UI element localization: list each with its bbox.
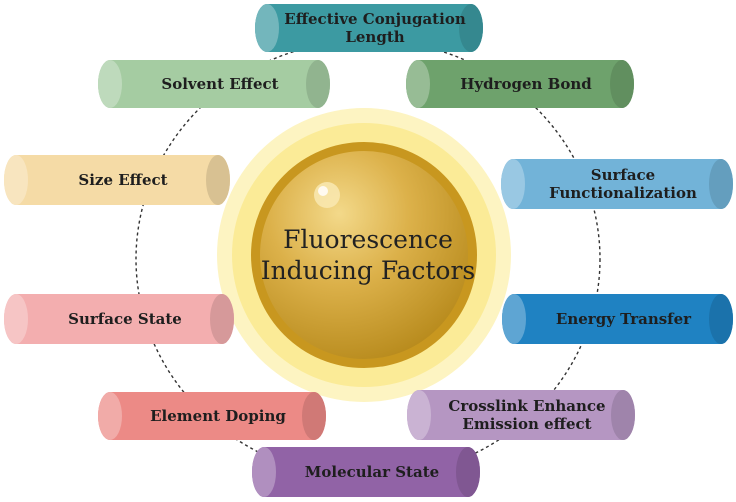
cylinder-front-cap	[501, 159, 525, 209]
cylinder-end-cap	[709, 294, 733, 344]
factor-label-element-doping: Element Doping	[122, 392, 314, 440]
cylinder-body	[407, 390, 635, 440]
cylinder-body	[406, 60, 634, 108]
cylinder-effective-conjugation-length	[255, 4, 483, 52]
cylinder-end-cap	[459, 4, 483, 52]
cylinder-end-cap	[306, 60, 330, 108]
cylinder-hydrogen-bond	[406, 60, 634, 108]
cylinder-body	[98, 60, 330, 108]
cylinder-surface-state	[4, 294, 234, 344]
cylinder-front-cap	[4, 294, 28, 344]
factor-label-line: Emission effect	[462, 415, 592, 433]
cylinder-energy-transfer	[502, 294, 733, 344]
factor-label-line: Element Doping	[150, 407, 286, 425]
factor-label-solvent-effect: Solvent Effect	[122, 60, 318, 108]
cylinder-end-cap	[206, 155, 230, 205]
cylinder-molecular-state	[252, 447, 480, 497]
factor-label-line: Hydrogen Bond	[460, 75, 592, 93]
cylinder-front-cap	[98, 60, 122, 108]
center-title: Fluorescence Inducing Factors	[236, 215, 500, 295]
cylinder-end-cap	[610, 60, 634, 108]
cylinder-body	[255, 4, 483, 52]
cylinder-body	[252, 447, 480, 497]
cylinder-surface-functionalization	[501, 159, 733, 209]
cylinder-body	[4, 155, 230, 205]
sphere-highlight-dot	[318, 186, 328, 196]
cylinder-front-cap	[4, 155, 28, 205]
cylinder-front-cap	[255, 4, 279, 52]
center-sphere-group	[217, 108, 511, 402]
cylinder-solvent-effect	[98, 60, 330, 108]
factor-label-line: Solvent Effect	[161, 75, 279, 93]
center-sphere	[260, 151, 468, 359]
factor-label-line: Length	[345, 28, 405, 46]
factor-label-line: Surface State	[68, 310, 182, 328]
factor-label-line: Molecular State	[304, 463, 440, 481]
cylinder-end-cap	[456, 447, 480, 497]
sphere-highlight	[314, 182, 340, 208]
factor-label-size-effect: Size Effect	[28, 155, 218, 205]
factor-label-molecular-state: Molecular State	[276, 447, 468, 497]
cylinder-body	[98, 392, 326, 440]
cylinder-front-cap	[98, 392, 122, 440]
center-title-line2: Inducing Factors	[260, 256, 476, 285]
cylinder-front-cap	[252, 447, 276, 497]
factor-label-line: Surface	[590, 166, 656, 184]
factor-label-line: Crosslink Enhance	[448, 397, 606, 415]
cylinder-crosslink-enhance-emission-effect	[407, 390, 635, 440]
factor-label-surface-state: Surface State	[28, 294, 222, 344]
cylinder-front-cap	[406, 60, 430, 108]
cylinder-element-doping	[98, 392, 326, 440]
cylinder-body	[4, 294, 234, 344]
cylinder-end-cap	[302, 392, 326, 440]
factor-label-line: Size Effect	[78, 171, 168, 189]
center-title-line1: Fluorescence	[283, 225, 453, 254]
factor-label-line: Energy Transfer	[555, 310, 692, 328]
cylinder-size-effect	[4, 155, 230, 205]
cylinder-end-cap	[611, 390, 635, 440]
factor-label-line: Effective Conjugation	[284, 10, 466, 28]
cylinder-body	[501, 159, 733, 209]
cylinder-end-cap	[210, 294, 234, 344]
cylinder-body	[502, 294, 733, 344]
factor-label-hydrogen-bond: Hydrogen Bond	[430, 60, 622, 108]
cylinder-front-cap	[502, 294, 526, 344]
factor-label-line: Functionalization	[549, 184, 697, 202]
factor-cylinders	[4, 4, 733, 497]
cylinder-end-cap	[709, 159, 733, 209]
factor-label-energy-transfer: Energy Transfer	[526, 294, 721, 344]
cylinder-front-cap	[407, 390, 431, 440]
